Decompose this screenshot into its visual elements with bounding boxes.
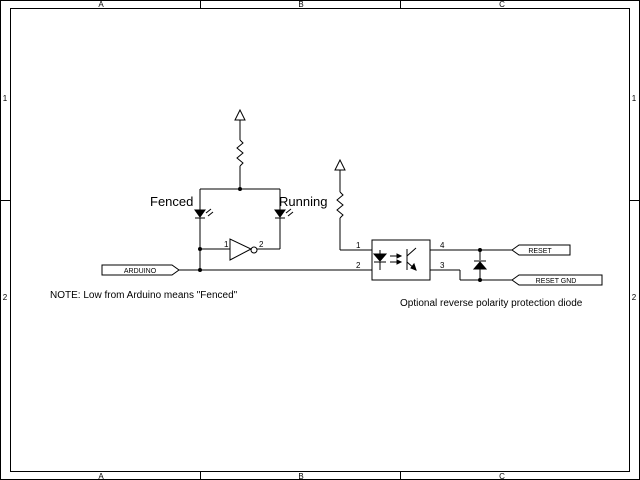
zone-label-left-2: 2 (3, 293, 8, 302)
opto-pin-3: 3 (440, 261, 445, 270)
resistor-pullup-left (236, 139, 244, 167)
resistor-opto-led (336, 191, 344, 219)
zone-label-right-2: 2 (632, 293, 637, 302)
optocoupler (371, 239, 431, 281)
zone-label-bottom-b: B (298, 472, 303, 480)
vcc-supply-arrow-left (234, 108, 246, 140)
arduino-port (101, 264, 180, 276)
protection-diode (472, 260, 488, 270)
label-fenced: Fenced (150, 194, 193, 209)
arduino-port-label: ARDUINO (124, 268, 157, 275)
zone-label-top-c: C (499, 0, 505, 9)
reset-gnd-port-label: RESET GND (536, 278, 577, 285)
note-arduino-low: NOTE: Low from Arduino means "Fenced" (50, 290, 238, 301)
label-running: Running (279, 194, 327, 209)
fenced-led (194, 208, 214, 219)
inverter-pin-2: 2 (259, 240, 264, 249)
inverter-bubble (250, 246, 258, 254)
note-diode: Optional reverse polarity protection dio… (400, 298, 583, 309)
optocoupler-light-arrows (390, 253, 403, 265)
reset-gnd-port (511, 274, 603, 286)
inverter-pin-1: 1 (224, 240, 229, 249)
zone-label-bottom-a: A (98, 472, 104, 480)
vcc-supply-arrow-right (334, 158, 346, 192)
running-led (274, 208, 294, 219)
junction-arduino (198, 268, 202, 272)
reset-port-label: RESET (528, 248, 552, 255)
opto-pin-4: 4 (440, 241, 445, 250)
optocoupler-phototransistor (406, 247, 417, 271)
opto-pin-1: 1 (356, 241, 361, 250)
inverter-gate (229, 238, 253, 261)
opto-pin-2: 2 (356, 261, 361, 270)
zone-label-left-1: 1 (3, 94, 8, 103)
optocoupler-led (372, 250, 388, 270)
zone-label-right-1: 1 (632, 94, 637, 103)
reset-port (511, 244, 571, 256)
zone-label-bottom-c: C (499, 472, 505, 480)
zone-label-top-b: B (298, 0, 303, 9)
zone-label-top-a: A (98, 0, 104, 9)
